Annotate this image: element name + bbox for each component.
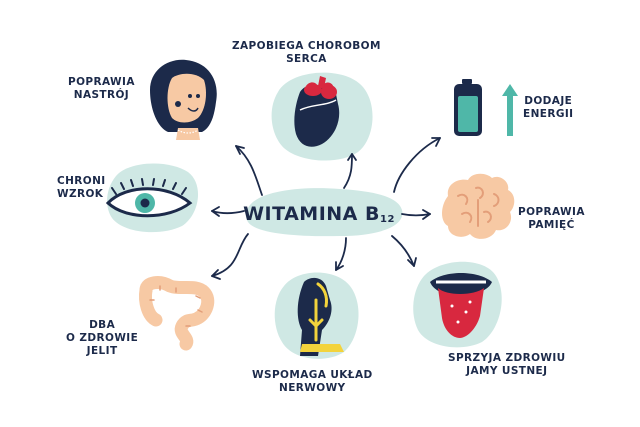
center-title-subscript: 12 bbox=[379, 214, 395, 225]
label-heart: ZAPOBIEGA CHOROBOM SERCA bbox=[232, 40, 381, 65]
intestine-icon bbox=[139, 276, 215, 351]
heart-icon bbox=[271, 72, 373, 161]
center-title-text: WITAMINA B bbox=[243, 203, 380, 225]
nervous-system-icon bbox=[274, 272, 359, 359]
battery-icon bbox=[454, 79, 518, 136]
center-blob bbox=[245, 188, 403, 237]
woman-face-icon bbox=[150, 59, 217, 140]
mouth-icon bbox=[413, 261, 502, 348]
label-energy: DODAJE ENERGII bbox=[523, 95, 574, 120]
center-title: WITAMINA B12 bbox=[238, 192, 400, 236]
label-mouth: SPRZYJA ZDROWIU JAMY USTNEJ bbox=[448, 352, 566, 377]
connector-arrows bbox=[211, 137, 441, 280]
label-nerves: WSPOMAGA UKŁAD NERWOWY bbox=[252, 369, 373, 394]
label-memory: POPRAWIA PAMIĘĆ bbox=[518, 206, 585, 231]
brain-icon bbox=[442, 173, 515, 239]
label-mood: POPRAWIA NASTRÓJ bbox=[68, 76, 135, 101]
label-eyes: CHRONI WZROK bbox=[57, 175, 106, 200]
eye-icon bbox=[105, 163, 199, 233]
label-gut: DBA O ZDROWIE JELIT bbox=[66, 319, 139, 357]
